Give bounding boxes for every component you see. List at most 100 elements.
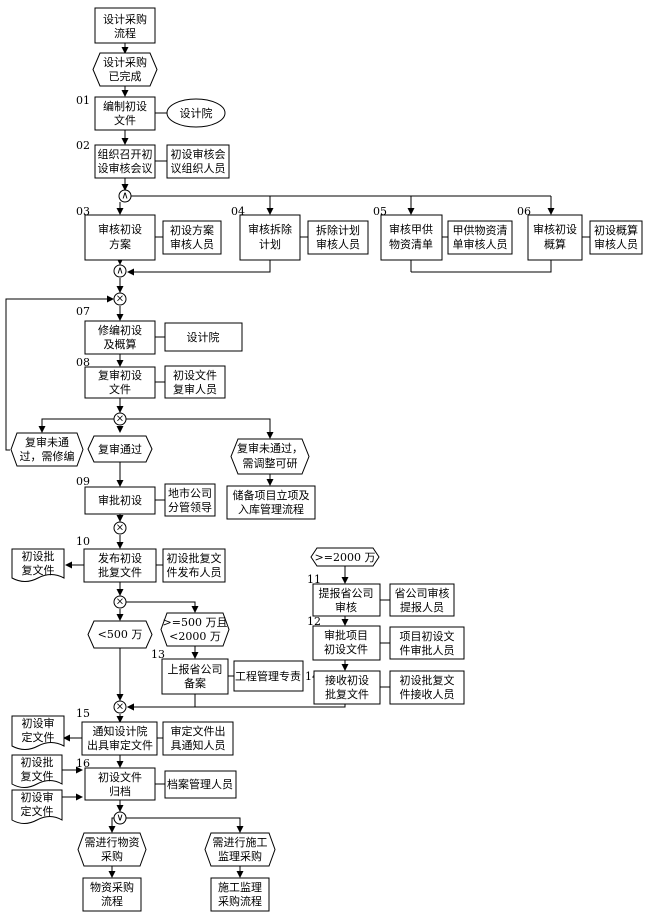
xor-approve-gateway: × bbox=[113, 521, 127, 535]
svg-text:初设批复文件: 初设批复文件 bbox=[22, 549, 55, 577]
svg-text:审核初设概算: 审核初设概算 bbox=[533, 222, 577, 251]
svg-text:初设审核会议组织人员: 初设审核会议组织人员 bbox=[171, 147, 226, 175]
xor-merge-gateway: × bbox=[113, 700, 127, 714]
role-city-leader: 地市公司分管领导 bbox=[164, 483, 216, 517]
svg-text:复审通过: 复审通过 bbox=[98, 442, 142, 456]
approve-design-box: 审批初设 bbox=[84, 486, 156, 515]
start-node-label: 设计采购流程 bbox=[103, 12, 147, 40]
review-demolition-box: 审核拆除计划 bbox=[239, 214, 301, 261]
role-re-reviewer: 初设文件复审人员 bbox=[164, 365, 226, 399]
need-material-event: 需进行物资采购 bbox=[77, 832, 147, 867]
re-review-box: 复审初设文件 bbox=[84, 366, 156, 399]
reserve-project-process-box: 储备项目立项及入库管理流程 bbox=[226, 485, 316, 520]
role-meeting-organizer: 初设审核会议组织人员 bbox=[166, 144, 230, 179]
role-demolition-reviewer: 拆除计划审核人员 bbox=[307, 220, 369, 255]
svg-text:复审未通过，需修编: 复审未通过，需修编 bbox=[20, 435, 75, 463]
role-province-submitter: 省公司审核提报人员 bbox=[389, 583, 455, 617]
approval-doc-input: 初设批复文件 bbox=[11, 754, 63, 788]
step-number-10: 10 bbox=[76, 535, 90, 548]
xor-review-gateway: × bbox=[113, 412, 127, 426]
step-number-09: 09 bbox=[76, 475, 90, 488]
svg-text:×: × bbox=[116, 702, 124, 713]
and-split-gateway: ∧ bbox=[118, 189, 132, 203]
revise-design-box: 修编初设及概算 bbox=[84, 320, 156, 355]
xor-loop-merge-gateway: × bbox=[113, 292, 127, 306]
svg-text:初设批复文件发布人员: 初设批复文件发布人员 bbox=[167, 551, 222, 579]
approved-doc-input: 初设审定文件 bbox=[11, 789, 63, 824]
start-node: 设计采购流程 bbox=[94, 7, 156, 44]
report-filing-box: 上报省公司备案 bbox=[161, 658, 229, 695]
svg-text:审核拆除计划: 审核拆除计划 bbox=[248, 222, 292, 251]
svg-text:甲供物资清单审核人员: 甲供物资清单审核人员 bbox=[453, 223, 508, 251]
svg-text:×: × bbox=[116, 597, 124, 608]
above-2000-event: >=2000 万 bbox=[310, 547, 380, 567]
svg-text:初设批复文件: 初设批复文件 bbox=[21, 755, 54, 783]
svg-text:组织召开初设审核会议: 组织召开初设审核会议 bbox=[98, 147, 153, 175]
svg-text:编制初设文件: 编制初设文件 bbox=[103, 99, 147, 127]
svg-text:接收初设批复文件: 接收初设批复文件 bbox=[325, 673, 369, 701]
notify-institute-box: 通知设计院出具审定文件 bbox=[81, 721, 158, 756]
design-institute-box-2: 设计院 bbox=[164, 322, 243, 352]
svg-text:设计院: 设计院 bbox=[180, 106, 213, 120]
svg-text:审批初设: 审批初设 bbox=[98, 493, 142, 507]
or-split-gateway: ∨ bbox=[113, 811, 127, 825]
step-number-12: 12 bbox=[307, 615, 321, 628]
svg-text:>=500 万且<2000 万: >=500 万且<2000 万 bbox=[163, 616, 228, 643]
svg-text:项目初设文件审批人员: 项目初设文件审批人员 bbox=[400, 629, 455, 657]
svg-text:>=2000 万: >=2000 万 bbox=[315, 551, 376, 564]
svg-text:档案管理人员: 档案管理人员 bbox=[167, 777, 233, 791]
compile-prelim-design-box: 编制初设文件 bbox=[94, 96, 156, 131]
role-approval-publisher: 初设批复文件发布人员 bbox=[162, 548, 226, 583]
svg-text:发布初设批复文件: 发布初设批复文件 bbox=[98, 551, 142, 579]
svg-text:复审初设文件: 复审初设文件 bbox=[98, 368, 142, 396]
review-estimate-box: 审核初设概算 bbox=[527, 214, 583, 261]
svg-text:∨: ∨ bbox=[116, 813, 123, 824]
svg-text:修编初设及概算: 修编初设及概算 bbox=[98, 323, 142, 351]
mid-range-event: >=500 万且<2000 万 bbox=[160, 612, 230, 647]
svg-text:提报省公司审核: 提报省公司审核 bbox=[319, 586, 374, 614]
svg-text:初设审定文件: 初设审定文件 bbox=[22, 716, 55, 744]
archive-documents-box: 初设文件归档 bbox=[84, 767, 156, 801]
svg-text:地市公司分管领导: 地市公司分管领导 bbox=[168, 486, 212, 514]
role-approval-receiver: 初设批复文件接收人员 bbox=[389, 670, 465, 705]
svg-text:初设文件复审人员: 初设文件复审人员 bbox=[173, 368, 217, 396]
role-estimate-reviewer: 初设概算审核人员 bbox=[589, 220, 643, 255]
role-archivist: 档案管理人员 bbox=[164, 770, 237, 799]
xor-amount-gateway: × bbox=[113, 595, 127, 609]
receive-approval-box: 接收初设批复文件 bbox=[313, 670, 381, 705]
design-done-event: 设计采购已完成 bbox=[92, 52, 158, 87]
role-notify-sender: 审定文件出具通知人员 bbox=[162, 721, 234, 756]
step-number-13: 13 bbox=[151, 648, 165, 661]
organize-review-meeting-box: 组织召开初设审核会议 bbox=[94, 144, 156, 179]
svg-text:省公司审核提报人员: 省公司审核提报人员 bbox=[395, 586, 450, 614]
submit-province-review-box: 提报省公司审核 bbox=[312, 583, 381, 617]
svg-text:×: × bbox=[116, 414, 124, 425]
review-material-list-box: 审核甲供物资清单 bbox=[380, 214, 443, 261]
svg-text:审批项目初设文件: 审批项目初设文件 bbox=[324, 628, 368, 656]
svg-text:设计院: 设计院 bbox=[187, 330, 220, 344]
approval-document-output: 初设批复文件 bbox=[11, 548, 65, 582]
svg-text:初设方案审核人员: 初设方案审核人员 bbox=[170, 223, 214, 251]
svg-text:∧: ∧ bbox=[121, 191, 128, 202]
review-passed-event: 复审通过 bbox=[87, 435, 153, 463]
role-project-design-approver: 项目初设文件审批人员 bbox=[389, 626, 465, 660]
svg-text:审核甲供物资清单: 审核甲供物资清单 bbox=[389, 222, 433, 251]
supervision-procurement-box: 施工监理采购流程 bbox=[210, 877, 270, 912]
step-number-01: 01 bbox=[76, 94, 90, 107]
svg-text:上报省公司备案: 上报省公司备案 bbox=[168, 662, 223, 690]
below-500-event: <500 万 bbox=[87, 620, 153, 649]
svg-text:复审未通过，需调整可研: 复审未通过，需调整可研 bbox=[237, 441, 303, 470]
svg-text:通知设计院出具审定文件: 通知设计院出具审定文件 bbox=[87, 724, 153, 752]
and-join-gateway: ∧ bbox=[113, 264, 127, 278]
role-engineering-manager: 工程管理专责 bbox=[233, 660, 304, 692]
publish-approval-box: 发布初设批复文件 bbox=[83, 548, 157, 583]
connectors bbox=[5, 43, 590, 878]
svg-text:<500 万: <500 万 bbox=[98, 628, 143, 641]
step-number-11: 11 bbox=[307, 573, 321, 586]
step-number-02: 02 bbox=[76, 139, 90, 152]
svg-text:拆除计划审核人员: 拆除计划审核人员 bbox=[316, 223, 360, 251]
svg-text:施工监理采购流程: 施工监理采购流程 bbox=[218, 881, 262, 908]
svg-text:×: × bbox=[116, 523, 124, 534]
